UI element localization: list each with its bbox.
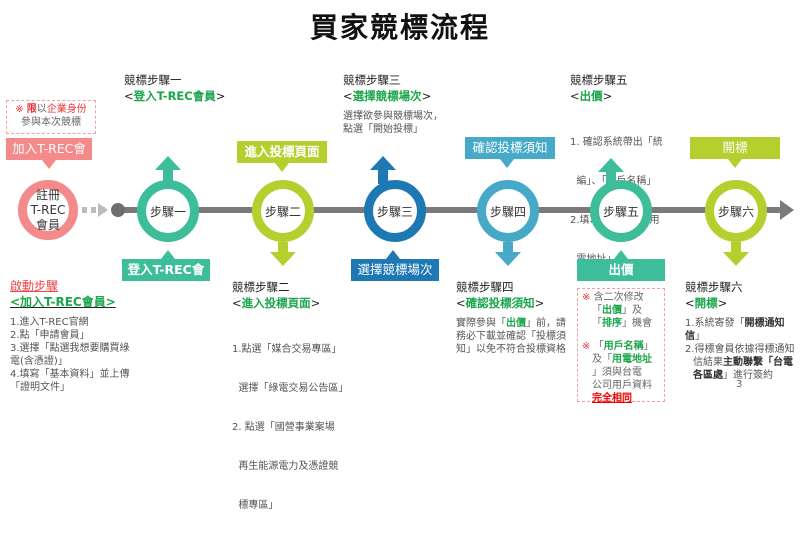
callout-pointer bbox=[728, 159, 742, 168]
start-step-heading: 啟動步驟 bbox=[10, 279, 59, 293]
callout-pointer bbox=[275, 163, 289, 172]
step2-label: 競標步驟二 <進入投標頁面> 1.點選「媒合交易專區」 選擇「綠電交易公告區」 … bbox=[232, 280, 349, 511]
step1-up-arrow-icon bbox=[155, 156, 181, 170]
step3-ring: 步驟三 bbox=[364, 180, 426, 242]
callout-pointer bbox=[500, 159, 514, 168]
step5-note: ※ 含二次修改 「出價」及 「排序」機會 ※ 「用戶名稱」 及「用電地址 」須與… bbox=[577, 288, 665, 404]
register-trec-ring: 註冊 T-REC 會員 bbox=[18, 180, 78, 240]
step5-ring: 步驟五 bbox=[590, 180, 652, 242]
timeline-arrow-icon bbox=[780, 200, 794, 220]
enterprise-only-note: ※ 限以企業身份 參與本次競標 bbox=[6, 100, 96, 134]
start-step-desc: 1.進入T-REC官網 2.點「申請會員」 3.選擇「點選我想要購買綠電(含憑證… bbox=[10, 317, 130, 393]
page-number: 3 bbox=[736, 379, 743, 390]
dotted-connector bbox=[82, 207, 106, 213]
step4-ring: 步驟四 bbox=[477, 180, 539, 242]
timeline-start-dot bbox=[111, 203, 125, 217]
step2-ring: 步驟二 bbox=[252, 180, 314, 242]
step6-ring: 步驟六 bbox=[705, 180, 767, 242]
step4-callout: 確認投標須知 bbox=[465, 137, 555, 159]
timeline-line bbox=[120, 207, 780, 213]
step2-callout: 進入投標頁面 bbox=[237, 141, 327, 163]
start-step-block: 啟動步驟 <加入T-REC會員> 1.進入T-REC官網 2.點「申請會員」 3… bbox=[10, 278, 130, 394]
step3-up-arrow-icon bbox=[370, 156, 396, 170]
step6-label: 競標步驟六 <開標> 1.系統寄發「開標通知信」 2.得標會員依據得標通知 信結… bbox=[685, 280, 795, 381]
step2-down-arrow-icon bbox=[270, 252, 296, 266]
callout-pointer bbox=[386, 250, 400, 259]
join-trec-callout: 加入T-REC會員 bbox=[6, 138, 92, 178]
step6-down-arrow-icon bbox=[723, 252, 749, 266]
dotted-arrow-head-icon bbox=[98, 203, 108, 217]
step4-label: 競標步驟四 <確認投標須知> 實際參與「出價」前，請務必下載並確認「投標須知」以… bbox=[456, 280, 566, 355]
page-title: 買家競標流程 bbox=[309, 11, 490, 44]
start-step-sub: <加入T-REC會員> bbox=[10, 295, 116, 309]
step1-label: 競標步驟一 <登入T-REC會員> bbox=[124, 73, 226, 103]
callout-pointer bbox=[161, 250, 175, 259]
step1-callout: 登入T-REC會員 bbox=[122, 259, 210, 299]
step3-callout: 選擇競標場次 bbox=[351, 259, 439, 281]
step4-down-arrow-icon bbox=[495, 252, 521, 266]
step3-label: 競標步驟三 <選擇競標場次> 選擇欲參與競標場次， 點選「開始投標」 bbox=[343, 73, 443, 135]
step5-up-arrow-icon bbox=[598, 158, 624, 172]
step5-callout: 出價 bbox=[577, 259, 665, 281]
callout-pointer bbox=[42, 160, 56, 169]
step6-callout: 開標 bbox=[690, 137, 780, 159]
step1-ring: 步驟一 bbox=[137, 180, 199, 242]
callout-pointer bbox=[614, 250, 628, 259]
